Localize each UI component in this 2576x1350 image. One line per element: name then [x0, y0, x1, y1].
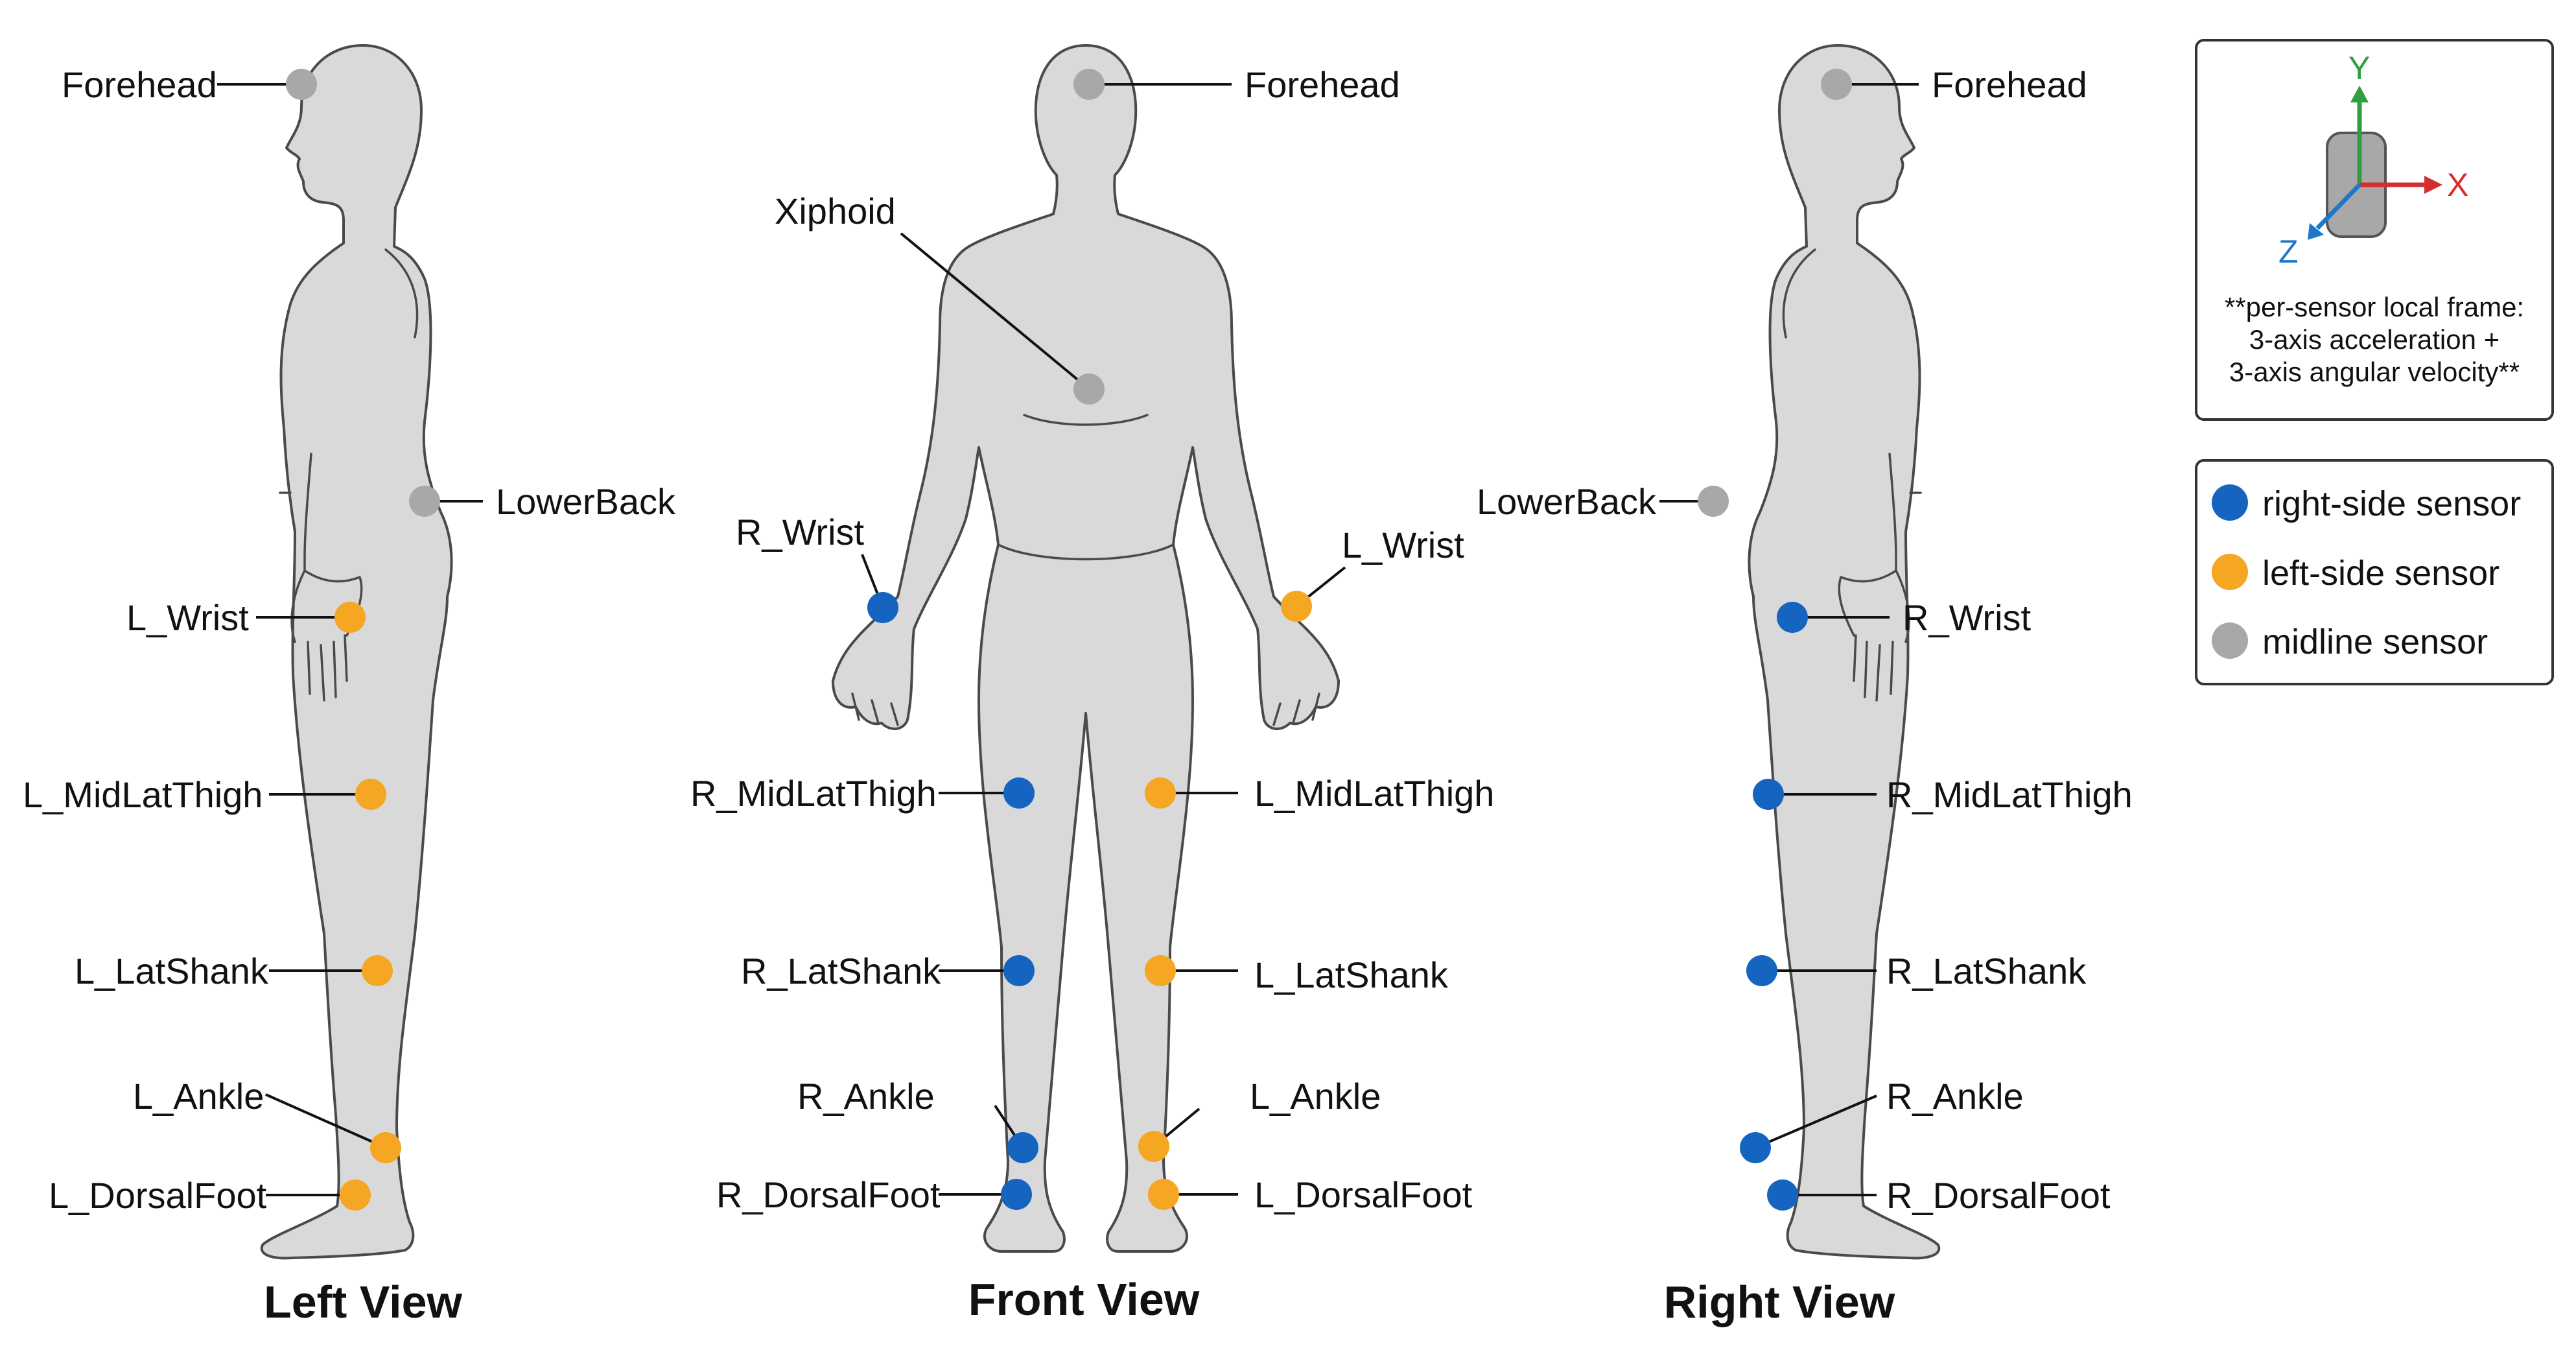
frame-note-line-1: **per-sensor local frame:: [2225, 292, 2524, 322]
legend-swatch: [2212, 554, 2248, 590]
view-title: Left View: [264, 1277, 463, 1327]
label-forehead: Forehead: [1932, 64, 2087, 105]
legend-item: right-side sensor: [2212, 484, 2521, 523]
label-l-midlatthigh: L_MidLatThigh: [23, 774, 263, 815]
left-sensor-dot: [1145, 777, 1176, 809]
midline-sensor-dot: [286, 69, 317, 100]
legend-item: left-side sensor: [2212, 554, 2500, 593]
z-axis-label: Z: [2278, 233, 2299, 270]
label-r-midlatthigh: R_MidLatThigh: [1886, 774, 2133, 815]
frame-note-line-2: 3-axis acceleration +: [2249, 324, 2500, 355]
sensor-frame-box: Y X Z **per-sensor local frame: 3-axis a…: [2195, 39, 2554, 421]
label-l-wrist: L_Wrist: [126, 597, 249, 638]
left-sensor-dot: [362, 955, 393, 986]
left-sensor-dot: [1148, 1179, 1179, 1210]
label-r-latshank: R_LatShank: [741, 951, 941, 991]
left-sensor-dot: [1145, 955, 1176, 986]
right-sensor-dot: [1003, 777, 1035, 809]
legend-label: left-side sensor: [2262, 554, 2500, 593]
label-l-latshank: L_LatShank: [75, 951, 269, 991]
label-xiphoid: Xiphoid: [775, 191, 896, 231]
right-sensor-dot: [1003, 955, 1035, 986]
label-l-ankle: L_Ankle: [133, 1076, 264, 1117]
midline-sensor-dot: [409, 486, 440, 517]
right-sensor-dot: [1001, 1179, 1032, 1210]
left-sensor-dot: [1138, 1131, 1169, 1162]
right-sensor-dot: [1777, 602, 1808, 633]
y-axis-label: Y: [2348, 50, 2370, 86]
left-view-figure: [260, 44, 453, 1260]
label-r-midlatthigh: R_MidLatThigh: [690, 773, 937, 814]
x-axis-arrowhead: [2424, 176, 2442, 194]
label-forehead: Forehead: [62, 64, 217, 105]
label-lowerback: LowerBack: [496, 481, 676, 522]
label-forehead: Forehead: [1245, 64, 1400, 105]
front-view: Forehead Xiphoid R_Wrist L_Wrist R_MidLa…: [690, 44, 1494, 1325]
view-title: Front View: [968, 1274, 1200, 1325]
front-view-figure: [832, 44, 1340, 1253]
leader-line: [1755, 1095, 1877, 1149]
z-axis-arrow: [2315, 183, 2361, 230]
frame-note-line-3: 3-axis angular velocity**: [2229, 357, 2520, 387]
label-r-ankle: R_Ankle: [1886, 1076, 2024, 1117]
left-sensor-dot: [334, 602, 366, 633]
left-view: Forehead LowerBack L_Wrist L_MidLatThigh…: [23, 44, 676, 1327]
right-sensor-dot: [1007, 1132, 1038, 1163]
right-sensor-dot: [1746, 955, 1777, 986]
midline-sensor-dot: [1073, 69, 1105, 100]
legend-swatch: [2212, 484, 2248, 521]
label-r-wrist: R_Wrist: [1903, 597, 2032, 638]
right-sensor-dot: [1753, 779, 1784, 810]
left-sensor-dot: [1281, 591, 1312, 622]
left-sensor-dot: [355, 779, 386, 810]
legend-label: right-side sensor: [2262, 484, 2521, 523]
right-sensor-dot: [867, 592, 898, 623]
legend-label: midline sensor: [2262, 622, 2488, 661]
midline-sensor-dot: [1698, 486, 1729, 517]
label-r-wrist: R_Wrist: [736, 512, 865, 552]
legend-swatch: [2212, 622, 2248, 659]
leader-line: [900, 232, 1090, 390]
right-sensor-dot: [1740, 1132, 1771, 1163]
left-sensor-dot: [340, 1179, 371, 1211]
y-axis-arrowhead: [2350, 86, 2369, 102]
label-l-ankle: L_Ankle: [1250, 1076, 1381, 1117]
view-title: Right View: [1664, 1277, 1895, 1327]
midline-sensor-dot: [1821, 69, 1852, 100]
legend-border: [2195, 459, 2554, 685]
label-l-wrist: L_Wrist: [1342, 525, 1464, 565]
midline-sensor-dot: [1073, 373, 1105, 405]
label-r-dorsalfoot: R_DorsalFoot: [716, 1174, 941, 1215]
right-view: Forehead LowerBack R_Wrist R_MidLatThigh…: [1477, 44, 2133, 1327]
z-axis-arrowhead: [2308, 223, 2324, 240]
label-l-dorsalfoot: L_DorsalFoot: [1254, 1174, 1473, 1215]
label-r-latshank: R_LatShank: [1886, 951, 2087, 991]
legend-item: midline sensor: [2212, 622, 2488, 661]
label-lowerback: LowerBack: [1477, 481, 1657, 522]
right-sensor-dot: [1767, 1179, 1798, 1211]
label-r-dorsalfoot: R_DorsalFoot: [1886, 1175, 2111, 1216]
label-l-dorsalfoot: L_DorsalFoot: [49, 1175, 267, 1216]
leader-line: [265, 1093, 386, 1149]
x-axis-label: X: [2447, 167, 2468, 203]
legend: right-side sensor left-side sensor midli…: [2195, 459, 2554, 685]
label-r-ankle: R_Ankle: [797, 1076, 935, 1117]
left-sensor-dot: [370, 1132, 401, 1163]
label-l-latshank: L_LatShank: [1254, 954, 1449, 995]
label-l-midlatthigh: L_MidLatThigh: [1254, 773, 1494, 814]
